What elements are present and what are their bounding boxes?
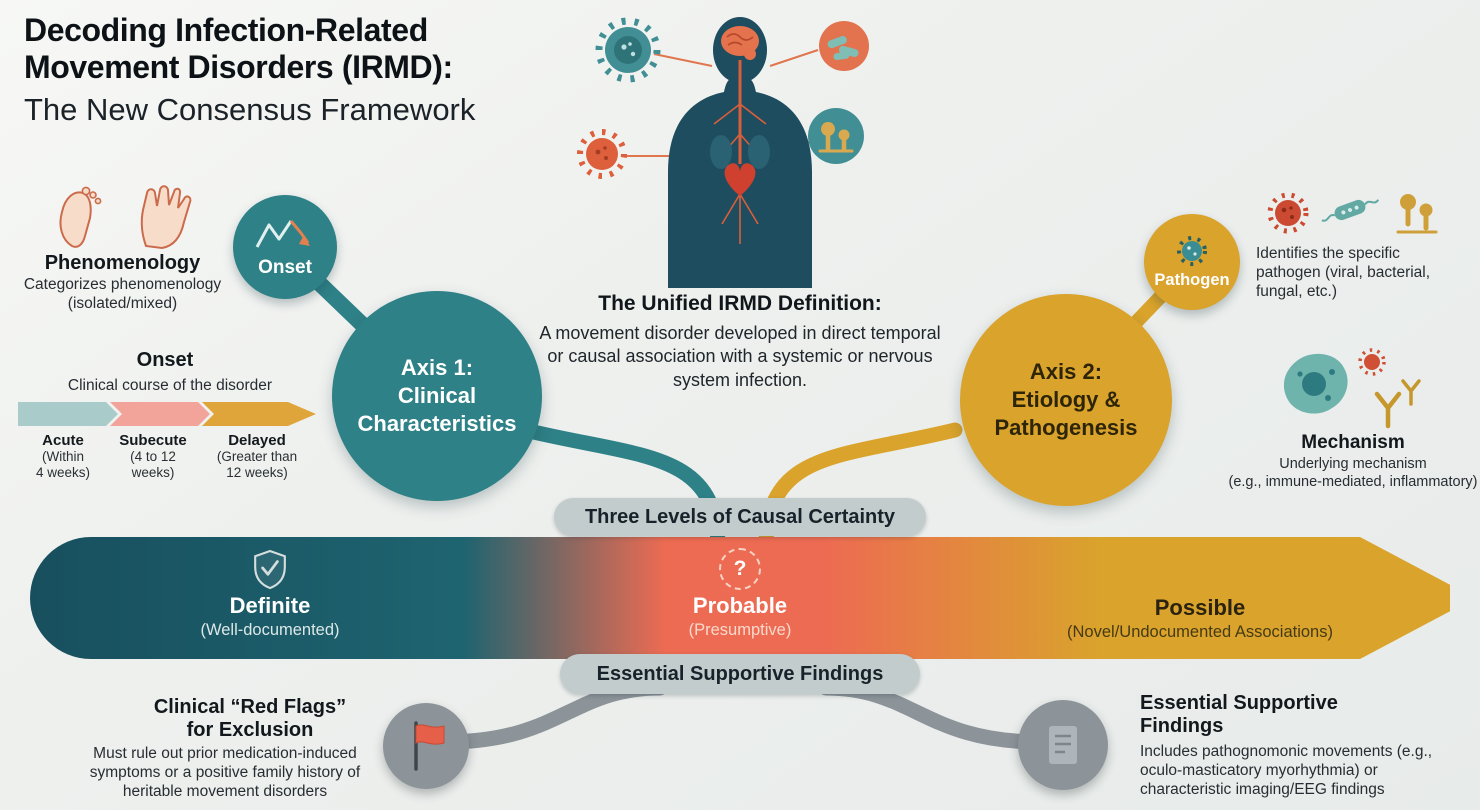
- page-title: Decoding Infection-Related Movement Diso…: [24, 12, 475, 128]
- stage-delayed: Delayed (Greater than 12 weeks): [198, 432, 316, 481]
- definition-heading: The Unified IRMD Definition:: [598, 292, 882, 315]
- spinal-cord-illustration: [713, 60, 767, 244]
- certainty-level-definite: Definite (Well-documented): [158, 548, 382, 640]
- virus-icon-teal: [595, 17, 661, 83]
- antibody-icon: [1374, 379, 1421, 429]
- line-chart-icon: [255, 220, 310, 248]
- stage-delayed-description: (Greater than 12 weeks): [216, 449, 298, 481]
- definite-label: Definite: [229, 593, 311, 618]
- possible-description: (Novel/Undocumented Associations): [1067, 623, 1333, 641]
- red-flag-node: [383, 703, 469, 789]
- hand-icon: [140, 185, 192, 250]
- stage-subacute-label: Subecute: [119, 432, 187, 449]
- probable-description: (Presumptive): [688, 621, 792, 639]
- timeline-segment-delayed: [202, 402, 316, 426]
- lungs-illustration: [710, 135, 770, 169]
- causal-certainty-banner: Three Levels of Causal Certainty: [554, 498, 926, 536]
- timeline-segment-subacute: [110, 402, 210, 426]
- brain-icon: [721, 26, 759, 60]
- stage-acute: Acute (Within 4 weeks): [18, 432, 108, 481]
- immune-cell-icon: [1283, 353, 1348, 414]
- definition-body: A movement disorder developed in direct …: [539, 323, 941, 390]
- mechanism-icons: [1283, 348, 1421, 429]
- stage-acute-label: Acute: [42, 432, 84, 449]
- bacteria-icon: [1321, 199, 1380, 222]
- question-mark-glyph: ?: [733, 557, 747, 580]
- essential-findings-title: Essential Supportive Findings: [1140, 692, 1338, 737]
- essential-findings-block: Essential Supportive Findings Includes p…: [1140, 692, 1472, 800]
- human-body-illustration: [577, 17, 869, 288]
- phenomenology-description: Categorizes phenomenology (isolated/mixe…: [23, 276, 222, 313]
- axis1-label: Axis 1: Clinical Characteristics: [357, 354, 517, 437]
- virus-icon-orange: [577, 129, 627, 179]
- red-flag-icon: [414, 721, 445, 771]
- stage-delayed-label: Delayed: [228, 432, 286, 449]
- pathogen-description: Identifies the specific pathogen (viral,…: [1256, 245, 1431, 301]
- onset-title: Onset: [136, 349, 194, 371]
- red-flags-description: Must rule out prior medication-induced s…: [89, 745, 361, 801]
- shield-check-icon: [254, 549, 286, 590]
- causal-certainty-banner-text: Three Levels of Causal Certainty: [584, 505, 896, 528]
- fungus-icon-teal-circle: [808, 108, 864, 164]
- phenomenology-title: Phenomenology: [44, 252, 201, 274]
- axis2-label: Axis 2: Etiology & Pathogenesis: [994, 358, 1138, 441]
- pathogen-node: Pathogen: [1144, 214, 1240, 310]
- supportive-findings-banner: Essential Supportive Findings: [560, 654, 920, 694]
- possible-label: Possible: [1154, 595, 1246, 620]
- mechanism-block: Mechanism Underlying mechanism (e.g., im…: [1228, 432, 1478, 492]
- stage-subacute-description: (4 to 12 weeks): [130, 449, 176, 481]
- mechanism-description: Underlying mechanism (e.g., immune-media…: [1228, 455, 1478, 490]
- supportive-findings-banner-text: Essential Supportive Findings: [596, 662, 884, 685]
- phenomenology-block: Phenomenology Categorizes phenomenology …: [15, 252, 230, 313]
- title-line-2: Movement Disorders (IRMD):: [24, 49, 453, 86]
- onset-timeline-arrow: [18, 402, 316, 426]
- onset-node: Onset: [233, 195, 337, 299]
- foot-icon: [59, 186, 102, 248]
- heart-icon: [724, 163, 756, 196]
- red-flags-title: Clinical “Red Flags” for Exclusion: [153, 696, 347, 741]
- onset-title-block: Onset: [95, 349, 235, 372]
- mechanism-title: Mechanism: [1301, 432, 1405, 453]
- essential-findings-description: Includes pathognomonic movements (e.g., …: [1140, 743, 1433, 799]
- findings-node: [1018, 700, 1108, 790]
- onset-node-label: Onset: [258, 257, 312, 278]
- stage-subacute: Subecute (4 to 12 weeks): [108, 432, 198, 481]
- certainty-gradient-arrow: [30, 537, 1450, 659]
- pathogen-type-icons: [1267, 192, 1438, 234]
- question-mark-icon: ?: [719, 548, 761, 590]
- definite-description: (Well-documented): [200, 621, 340, 639]
- timeline-segment-acute: [18, 402, 118, 426]
- stage-acute-description: (Within 4 weeks): [35, 449, 91, 481]
- microbe-icon-red: [1358, 348, 1386, 376]
- fungus-icon: [1396, 194, 1438, 234]
- certainty-level-possible: Possible (Novel/Undocumented Association…: [1040, 592, 1360, 642]
- unified-definition: The Unified IRMD Definition: A movement …: [535, 292, 945, 392]
- title-subtitle: The New Consensus Framework: [24, 92, 476, 128]
- onset-subtitle: Clinical course of the disorder: [67, 377, 273, 394]
- axis2-node: Axis 2: Etiology & Pathogenesis: [960, 294, 1172, 506]
- document-icon: [1049, 726, 1077, 764]
- bacteria-icon-orange-circle: [819, 21, 869, 71]
- probable-label: Probable: [692, 593, 788, 618]
- virus-icon-small: [1177, 236, 1207, 266]
- certainty-level-probable: ? Probable (Presumptive): [630, 548, 850, 640]
- pathogen-node-label: Pathogen: [1154, 271, 1230, 289]
- title-line-1: Decoding Infection-Related: [24, 12, 428, 48]
- axis1-node: Axis 1: Clinical Characteristics: [332, 291, 542, 501]
- foot-and-hand-icons: [59, 185, 192, 250]
- virus-icon-red: [1267, 192, 1309, 234]
